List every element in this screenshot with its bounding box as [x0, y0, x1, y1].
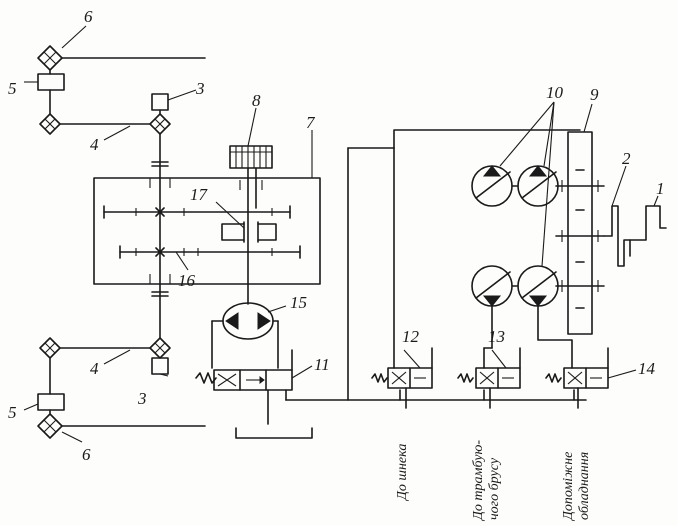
engine-8: [229, 145, 273, 169]
sprocket-6-top: [37, 45, 206, 71]
tank: [235, 427, 313, 439]
label-aux-line2: обладнання: [577, 452, 592, 520]
label-10: 10: [546, 83, 564, 102]
output-labels: До шнека До трамбую- чого брусу Допоміжн…: [395, 440, 592, 522]
label-6-bottom: 6: [82, 445, 91, 464]
valve-14: [545, 347, 609, 409]
leader-lines: [23, 25, 659, 443]
label-2: 2: [622, 149, 631, 168]
label-1: 1: [656, 179, 665, 198]
sensor-3-top: [151, 93, 169, 111]
label-6-top: 6: [84, 7, 93, 26]
sensor-3-bottom: [151, 357, 169, 375]
brake-5-bottom: [37, 393, 65, 411]
label-4-bottom: 4: [90, 359, 99, 378]
label-12: 12: [402, 327, 420, 346]
label-11: 11: [314, 355, 330, 374]
label-5-top: 5: [8, 79, 17, 98]
distributor-11: [195, 349, 293, 425]
coupling-2: [603, 205, 631, 267]
gearbox-7: [93, 133, 321, 339]
label-15: 15: [290, 293, 307, 312]
label-14: 14: [638, 359, 656, 378]
label-13: 13: [488, 327, 505, 346]
gear-train-9: [555, 131, 605, 335]
label-16: 16: [178, 271, 196, 290]
label-to-beam-line1: До трамбую-: [471, 440, 486, 522]
label-17: 17: [190, 185, 209, 204]
lower-left-drive: [37, 337, 206, 439]
brake-5-top: [37, 73, 65, 91]
sprocket-4-top-right: [149, 113, 171, 135]
label-9: 9: [590, 85, 599, 104]
sprocket-4-bottom-right: [149, 337, 171, 359]
main-return-line: [285, 147, 587, 401]
valve-12: [371, 147, 433, 409]
label-3-top: 3: [195, 79, 205, 98]
label-5-bottom: 5: [8, 403, 17, 422]
pumps-10: [393, 129, 581, 369]
label-7: 7: [306, 113, 316, 132]
label-3-bottom: 3: [137, 389, 147, 408]
upper-left-drive: [37, 45, 206, 135]
valve-13: [457, 347, 521, 409]
sprocket-4-bottom-left: [39, 337, 61, 359]
label-aux-line1: Допоміжне: [561, 452, 576, 522]
label-to-beam-line2: чого брусу: [487, 457, 502, 520]
sprocket-6-bottom: [37, 413, 206, 439]
label-8: 8: [252, 91, 261, 110]
label-4-top: 4: [90, 135, 99, 154]
hydro-motor-15: [211, 302, 279, 369]
engine-1: [629, 205, 667, 241]
sprocket-4-top-left: [39, 113, 61, 135]
part-labels: 6 5 3 4 4 3 5 6 8 7 17 16 15 11 12 13 14…: [8, 7, 665, 464]
label-to-auger: До шнека: [395, 444, 410, 502]
